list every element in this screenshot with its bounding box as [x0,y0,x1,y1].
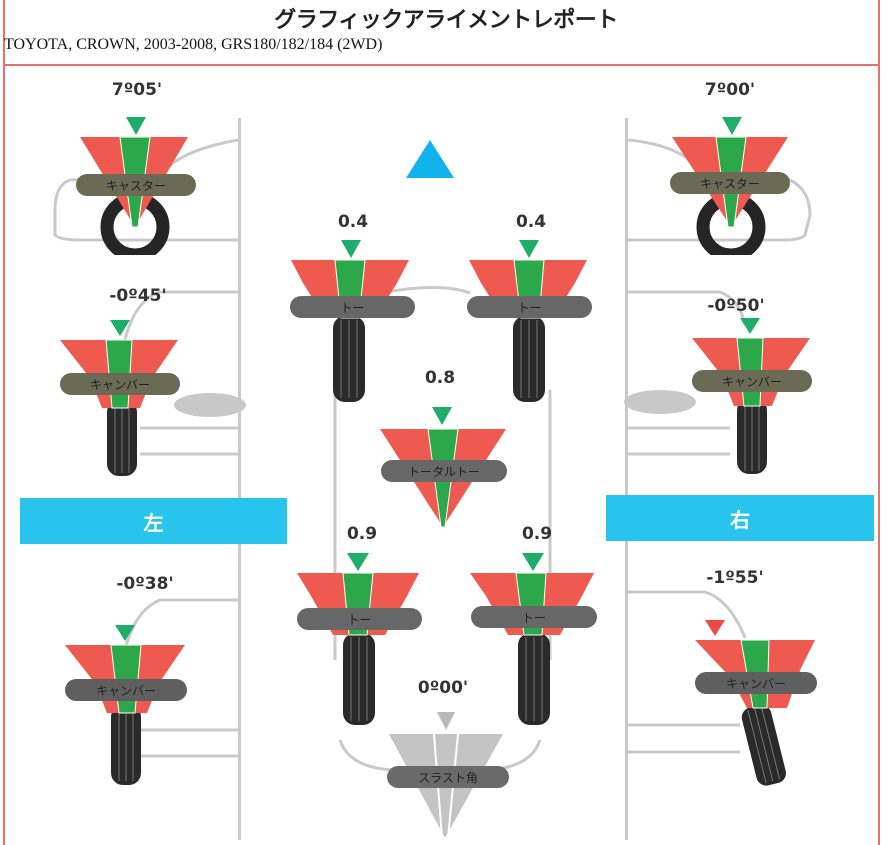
front-total-toe-value: 0.8 [424,368,456,388]
indicator-pointer-icon [432,407,452,425]
right-side-banner: 右 [606,495,874,541]
header-divider [3,64,880,66]
indicator-pointer-icon [740,318,760,334]
thrust-angle-label: スラスト角 [387,766,509,788]
fl-toe-label: トー [290,296,415,318]
rl-camber-label: キャンバー [65,679,187,701]
indicator-pointer-icon [110,320,130,336]
car-outline-right [625,118,628,840]
fl-toe-value: 0.4 [337,212,369,232]
fr-camber-label: キャンバー [692,370,812,392]
fr-toe-label: トー [467,296,592,318]
indicator-pointer-icon [437,712,455,730]
report-frame [3,0,880,845]
car-outline-left [238,118,241,840]
indicator-pointer-icon [115,625,135,641]
indicator-pointer-icon [522,553,544,571]
fl-caster-value: 7º05' [111,80,163,100]
total-toe-label: トータルトー [381,460,507,482]
indicator-pointer-icon [705,620,725,636]
rr-toe-gauge [470,553,594,725]
fl-caster-label: キャスター [76,174,196,196]
rl-toe-gauge [297,553,419,725]
fr-caster-value: 7º00' [704,80,756,100]
rl-camber-gauge [65,625,185,785]
rr-toe-value: 0.9 [521,524,553,544]
tire-front-view-icon [741,704,786,786]
indicator-pointer-icon [341,240,361,258]
rr-camber-value: -1º55' [706,568,764,588]
forward-direction-arrow-icon [406,140,454,178]
rr-toe-label: トー [471,606,597,628]
page-title: グラフィックアライメントレポート [274,8,618,33]
left-side-banner: 左 [20,498,287,544]
fr-camber-value: -0º50' [707,296,765,316]
indicator-pointer-icon [519,240,539,258]
fr-camber-gauge [692,318,810,474]
rl-toe-value: 0.9 [346,524,378,544]
fr-toe-value: 0.4 [515,212,547,232]
rl-toe-label: トー [297,608,422,630]
thrust-angle-value: 0º00' [417,678,469,698]
fl-camber-gauge [60,320,178,476]
rr-camber-label: キャンバー [695,672,817,694]
rr-camber-gauge [695,620,815,786]
indicator-pointer-icon [126,117,146,135]
fl-camber-label: キャンバー [60,373,180,395]
indicator-pointer-icon [722,117,742,135]
fl-camber-value: -0º45' [109,286,167,306]
indicator-pointer-icon [347,553,369,571]
fr-caster-label: キャスター [670,172,790,194]
vehicle-info: TOYOTA, CROWN, 2003-2008, GRS180/182/184… [4,36,383,53]
rl-camber-value: -0º38' [116,574,174,594]
